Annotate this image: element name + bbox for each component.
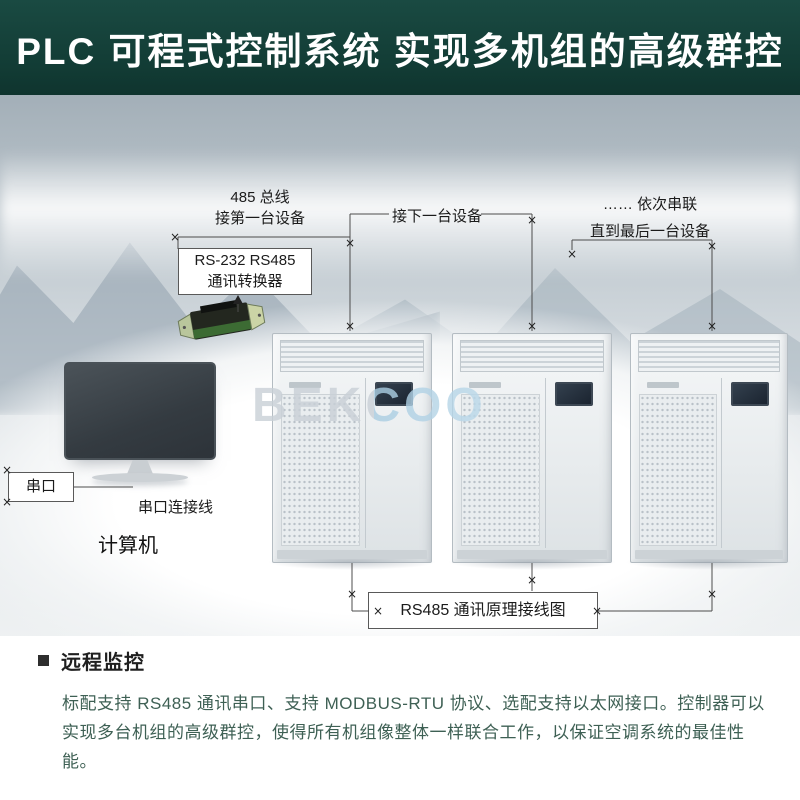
label-serial-chain: …… 依次串联 直到最后一台设备 (570, 191, 730, 245)
unit-display (375, 382, 413, 406)
monitor-stand (127, 460, 153, 474)
label-485-bus-line1: 485 总线 (230, 189, 290, 206)
unit-base (277, 550, 427, 559)
converter-label-box: RS-232 RS485 通讯转换器 (178, 248, 312, 295)
converter-device-graphic (177, 300, 266, 340)
unit-divider (544, 378, 546, 548)
label-serial-cable: 串口连接线 (138, 499, 214, 516)
unit-logo (647, 382, 679, 388)
converter-label-line1: RS-232 RS485 (194, 252, 296, 270)
label-serial-chain-line2: 直到最后一台设备 (589, 223, 710, 240)
section-heading: 远程监控 (61, 652, 145, 674)
label-485-bus: 485 总线 接第一台设备 (185, 186, 335, 228)
wiring-diagram-label: RS485 通讯原理接线图 (400, 601, 566, 619)
unit-logo (469, 382, 501, 388)
unit-grille (280, 340, 424, 372)
ac-unit-2 (447, 333, 617, 570)
cloud-band (0, 150, 800, 280)
serial-port-label: 串口 (25, 477, 56, 495)
unit-base (635, 550, 783, 559)
ac-unit-3 (625, 333, 793, 570)
unit-logo (289, 382, 321, 388)
unit-display (731, 382, 769, 406)
brand-watermark: BEKCOO (252, 379, 487, 432)
label-computer: 计算机 (98, 535, 158, 557)
rs485-converter-device (173, 294, 269, 350)
unit-base (457, 550, 607, 559)
title-banner: PLC 可程式控制系统 实现多机组的高级群控 (0, 0, 800, 95)
unit-vent-panel (281, 394, 360, 546)
unit-divider (364, 378, 366, 548)
monitor-screen (64, 362, 216, 460)
unit-vent-panel (639, 394, 717, 546)
unit-grille (638, 340, 780, 372)
label-serial-chain-line1: …… 依次串联 (602, 196, 698, 213)
section-heading-row: 远程监控 (38, 646, 760, 675)
label-485-bus-line2: 接第一台设备 (214, 210, 305, 227)
square-bullet (38, 655, 49, 666)
unit-display (555, 382, 593, 406)
unit-vent-panel (461, 394, 540, 546)
info-section: 远程监控 标配支持 RS485 通讯串口、支持 MODBUS-RTU 协议、选配… (0, 636, 800, 800)
label-next-device: 接下一台设备 (392, 208, 483, 225)
unit-grille (460, 340, 604, 372)
monitor-base (92, 473, 188, 482)
converter-label-line2: 通讯转换器 (207, 272, 283, 290)
page-title: PLC 可程式控制系统 实现多机组的高级群控 (16, 30, 784, 72)
ac-unit-1 (267, 333, 437, 570)
unit-divider (721, 378, 723, 548)
section-body: 标配支持 RS485 通讯串口、支持 MODBUS-RTU 协议、选配支持以太网… (62, 694, 765, 772)
wiring-diagram-box: RS485 通讯原理接线图 (368, 592, 598, 629)
serial-port-box: 串口 (8, 472, 74, 502)
